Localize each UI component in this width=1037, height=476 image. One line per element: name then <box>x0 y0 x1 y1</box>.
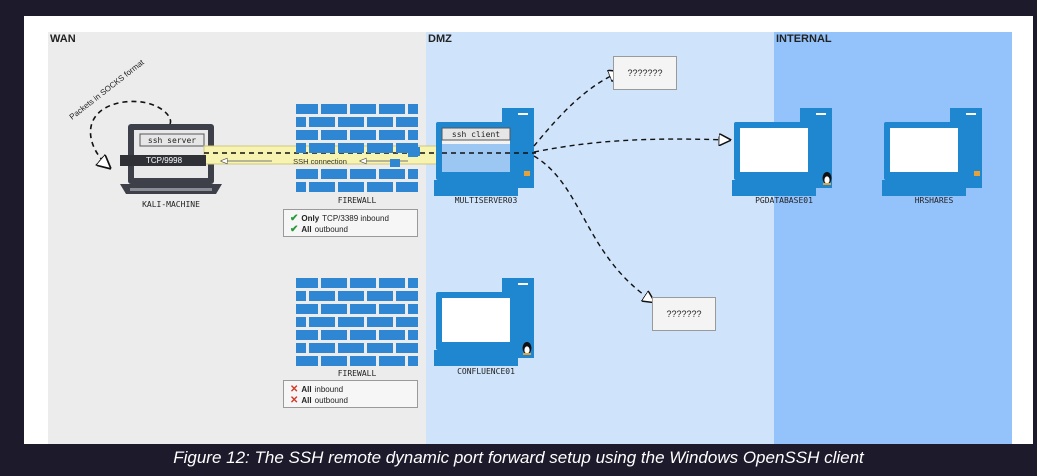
check-icon: ✔ <box>290 213 299 224</box>
firewall-top-icon <box>296 104 418 192</box>
cross-icon: ✕ <box>290 384 299 395</box>
rule-row: ✕ All inbound <box>290 384 411 395</box>
socks-loop-arrow <box>89 100 172 168</box>
rule-row: ✔ All outbound <box>290 224 411 235</box>
rule-qualifier: All <box>301 385 312 394</box>
arrow-to-unknown-bottom <box>533 155 654 302</box>
check-icon: ✔ <box>290 224 299 235</box>
rule-row: ✔ Only TCP/3389 inbound <box>290 213 411 224</box>
rule-qualifier: All <box>301 225 312 234</box>
confluence-label: CONFLUENCE01 <box>457 367 515 376</box>
firewall-top-rules: ✔ Only TCP/3389 inbound ✔ All outbound <box>283 209 418 237</box>
rule-qualifier: All <box>301 396 312 405</box>
ssh-server-box <box>139 133 205 147</box>
diagram-canvas: ssh server ssh client TCP/9998 SSH conne… <box>68 57 982 366</box>
arrow-to-pgdatabase <box>533 139 730 153</box>
tunnel-endpoint <box>412 147 420 156</box>
rule-qualifier: Only <box>301 214 320 223</box>
firewall-bottom-label: FIREWALL <box>337 369 377 378</box>
dmz-zone <box>426 32 774 444</box>
rule-text: inbound <box>314 385 344 394</box>
pgdatabase-label: PGDATABASE01 <box>755 196 813 205</box>
rule-row: ✕ All outbound <box>290 395 411 406</box>
pgdatabase-computer-icon <box>732 108 832 196</box>
unknown-host-top: ??????? <box>613 56 677 90</box>
linux-penguin-icon <box>822 172 832 185</box>
socks-label: Packets in SOCKS format <box>68 57 147 121</box>
ssh-client-box <box>441 127 511 141</box>
port-label: TCP/9998 <box>146 156 183 165</box>
port-tag <box>120 155 206 166</box>
internal-zone-label: INTERNAL <box>776 33 832 45</box>
firewall-top-label: FIREWALL <box>337 196 377 205</box>
cross-icon: ✕ <box>290 395 299 406</box>
internal-zone <box>774 32 1012 444</box>
firewall-bottom-rules: ✕ All inbound ✕ All outbound <box>283 380 418 408</box>
wan-zone <box>48 32 426 444</box>
wan-zone-label: WAN <box>50 33 76 45</box>
multiserver-computer-icon <box>434 108 534 196</box>
ssh-client-label: ssh client <box>452 130 500 139</box>
rule-text: outbound <box>314 225 348 234</box>
arrow-to-unknown-top <box>533 72 620 147</box>
firewall-bottom-icon <box>296 278 418 366</box>
confluence-computer-icon <box>434 278 534 366</box>
diagram-frame: WAN DMZ INTERNAL <box>24 16 1033 444</box>
figure-caption: Figure 12: The SSH remote dynamic port f… <box>173 448 864 467</box>
ssh-connection-label: SSH connection <box>293 157 347 166</box>
dmz-zone-label: DMZ <box>428 33 452 45</box>
multiserver-label: MULTISERVER03 <box>454 196 518 205</box>
hrshares-computer-icon <box>882 108 982 196</box>
linux-penguin-icon <box>522 342 532 355</box>
rule-text: TCP/3389 inbound <box>322 214 389 223</box>
rule-text: outbound <box>314 396 348 405</box>
kali-label: KALI-MACHINE <box>142 200 200 209</box>
unknown-host-bottom: ??????? <box>652 297 716 331</box>
ssh-server-label: ssh server <box>148 136 196 145</box>
hrshares-label: HRSHARES <box>914 196 954 205</box>
tunnel-connector-right <box>390 159 400 167</box>
